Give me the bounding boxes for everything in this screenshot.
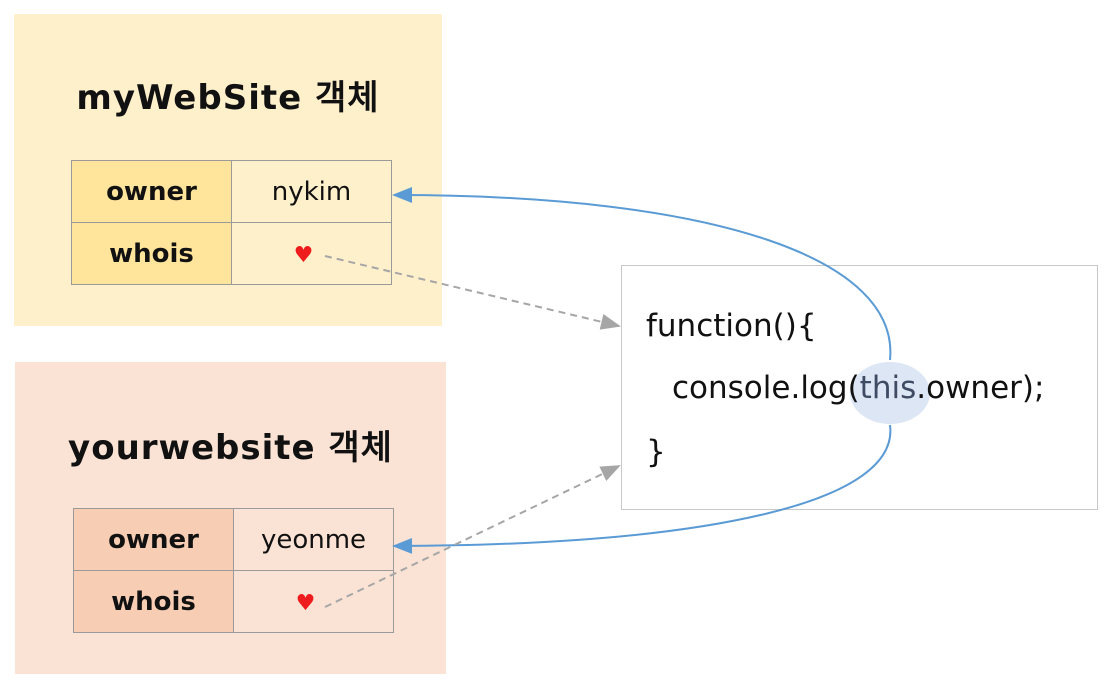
yourwebsite-whois-to-function-arrow [324, 465, 621, 608]
mywebsite-whois-to-function-arrow [324, 255, 621, 330]
property-value-owner: nykim [231, 160, 392, 223]
code-owner-suffix: .owner); [916, 370, 1045, 406]
code-line-closing-brace: } [646, 434, 666, 470]
this-highlight [850, 362, 930, 424]
property-key-whois: whois [73, 570, 234, 633]
property-value-owner: yeonme [233, 508, 394, 571]
mywebsite-object-panel: myWebSite 객체 owner nykim whois ♥ [14, 14, 442, 326]
property-key-owner: owner [71, 160, 232, 223]
this-to-mywebsite-owner-arrow [392, 187, 892, 361]
mywebsite-property-table: owner nykim whois ♥ [71, 160, 392, 285]
function-code-box: function(){ console.log(this.owner); } [621, 265, 1098, 510]
table-row: owner nykim [71, 160, 392, 223]
yourwebsite-title: yourwebsite 객체 [68, 428, 393, 468]
table-row: whois ♥ [71, 222, 392, 285]
code-line-console-log: console.log(this.owner); [672, 370, 1044, 406]
property-value-whois: ♥ [233, 570, 394, 633]
yourwebsite-property-table: owner yeonme whois ♥ [73, 508, 394, 633]
mywebsite-title: myWebSite 객체 [76, 78, 380, 118]
table-row: owner yeonme [73, 508, 394, 571]
property-key-owner: owner [73, 508, 234, 571]
heart-icon: ♥ [293, 242, 314, 268]
yourwebsite-object-panel: yourwebsite 객체 owner yeonme whois ♥ [15, 362, 446, 674]
code-this-keyword: this [859, 370, 917, 406]
table-row: whois ♥ [73, 570, 394, 633]
code-console-log-prefix: console.log( [672, 370, 860, 406]
property-value-whois: ♥ [231, 222, 392, 285]
heart-icon: ♥ [295, 590, 316, 616]
code-line-function: function(){ [646, 308, 817, 344]
this-to-yourwebsite-owner-arrow [392, 424, 892, 554]
property-key-whois: whois [71, 222, 232, 285]
